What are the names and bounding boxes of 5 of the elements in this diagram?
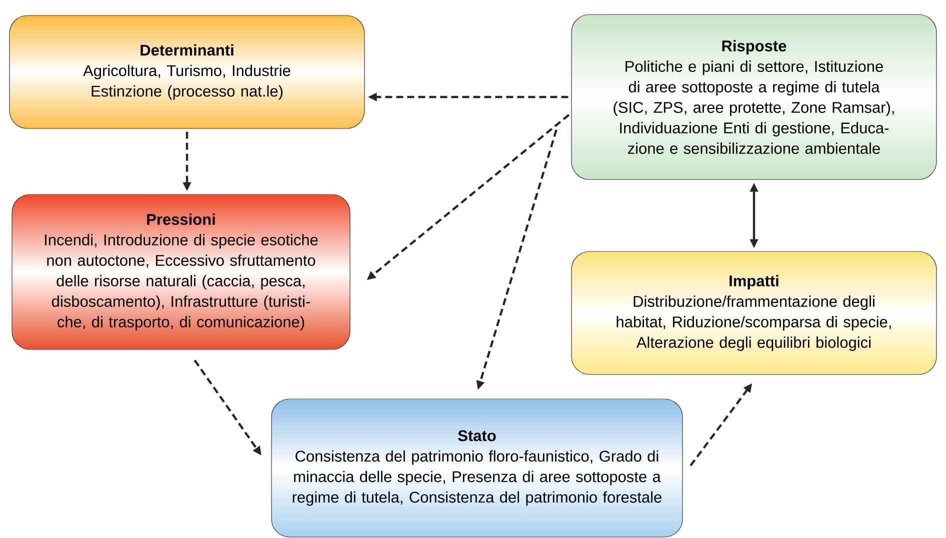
stage-box: Risposte Politiche e piani di settore, Istituzione di aree sottoposte a regime di tutela (SIC, ZPS, aree protette, Zone Ramsar), Individuazione Enti di gestione, Educa-zione e sensibilizzazione ambientale xyxy=(571,14,937,180)
stage-box: Stato Consistenza del patrimonio floro-faunistico, Grado di minaccia delle specie, Presenza di aree sottoposte a regime di tutela, Consistenza del patrimonio forestale xyxy=(271,398,683,538)
stage-box: Pressioni Incendi, Introduzione di specie esotiche non autoctone, Eccessivo sfruttamento delle risorse naturali (caccia, pesca, disboscamento), Infrastrutture (turisti-che, di trasporto, di comunicazione) xyxy=(12,194,350,350)
stage-box: Impatti Distribuzione/frammentazione degli habitat, Riduzione/scomparsa di specie, Alterazione degli equilibri biologici xyxy=(571,251,937,375)
stage-box: Determinanti Agricoltura, Turismo, Industrie Estinzione (processo nat.le) xyxy=(9,15,365,129)
